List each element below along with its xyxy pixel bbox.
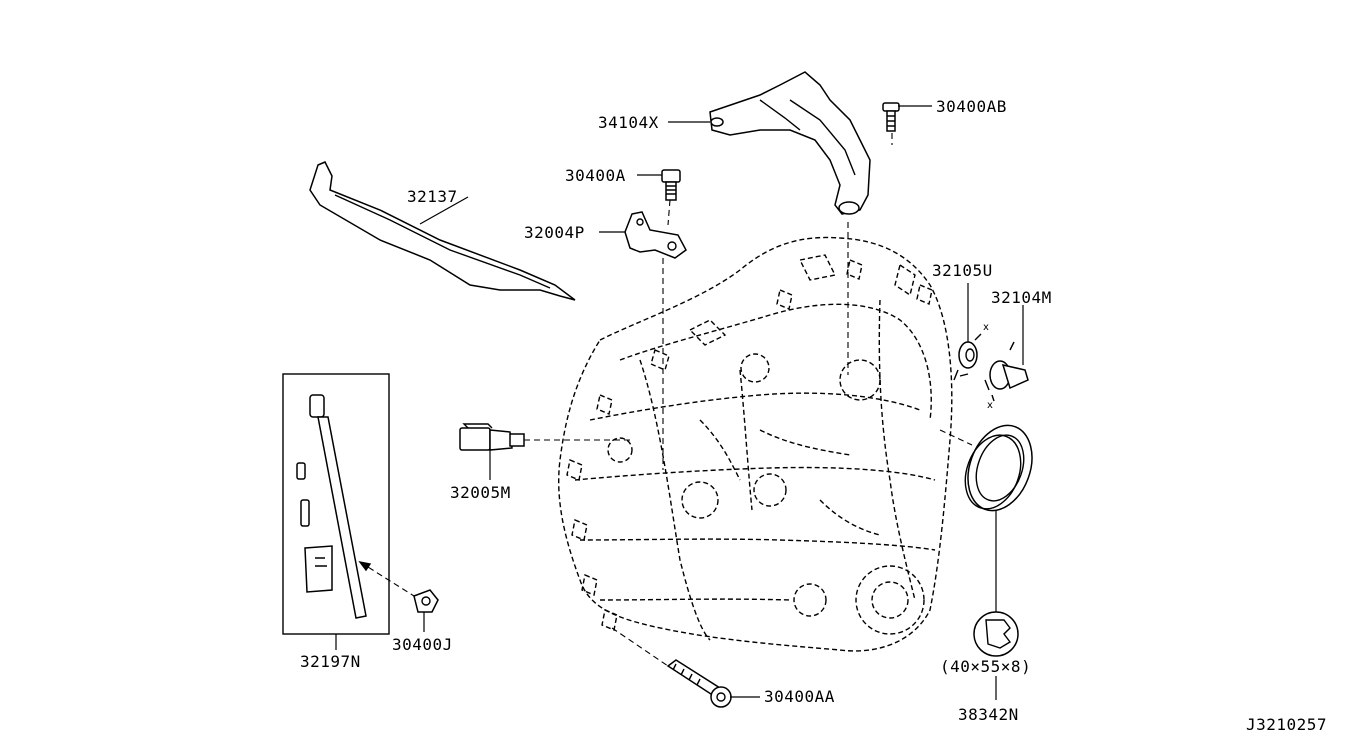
nut-30400j bbox=[413, 589, 439, 613]
bracket-32004p bbox=[624, 211, 687, 259]
kit-32197n bbox=[282, 373, 390, 635]
callout-labels: 34104X 30400AB 30400A 32137 32004P 32105… bbox=[300, 97, 1327, 734]
switch-32005m bbox=[459, 423, 525, 451]
transmission-case bbox=[558, 236, 953, 652]
screw-30400ab bbox=[882, 102, 900, 132]
label-32104m: 32104M bbox=[991, 288, 1052, 307]
bolt-30400aa bbox=[666, 659, 732, 708]
label-32197n: 32197N bbox=[300, 652, 361, 671]
washer-32105u bbox=[953, 333, 982, 381]
cover-bar-part bbox=[309, 161, 576, 301]
label-32137: 32137 bbox=[407, 187, 458, 206]
label-38342n: 38342N bbox=[958, 705, 1019, 724]
label-34104x: 34104X bbox=[598, 113, 659, 132]
pin-32104m: x x bbox=[983, 322, 1029, 411]
shift-bracket-part bbox=[709, 71, 871, 215]
svg-text:x: x bbox=[987, 400, 993, 411]
label-30400a: 30400A bbox=[565, 166, 626, 185]
label-seal-size: (40×55×8) bbox=[940, 657, 1031, 676]
bolt-30400a bbox=[661, 169, 681, 201]
leader-lines bbox=[335, 105, 1024, 700]
leader-32137 bbox=[419, 196, 469, 225]
label-30400j: 30400J bbox=[392, 635, 453, 654]
label-30400ab: 30400AB bbox=[936, 97, 1007, 116]
label-32004p: 32004P bbox=[524, 223, 585, 242]
label-32105u: 32105U bbox=[932, 261, 993, 280]
drawing-id: J3210257 bbox=[1246, 715, 1327, 734]
label-32005m: 32005M bbox=[450, 483, 511, 502]
oil-seal-38342n bbox=[964, 424, 1033, 657]
svg-text:x: x bbox=[983, 322, 989, 333]
label-30400aa: 30400AA bbox=[764, 687, 835, 706]
